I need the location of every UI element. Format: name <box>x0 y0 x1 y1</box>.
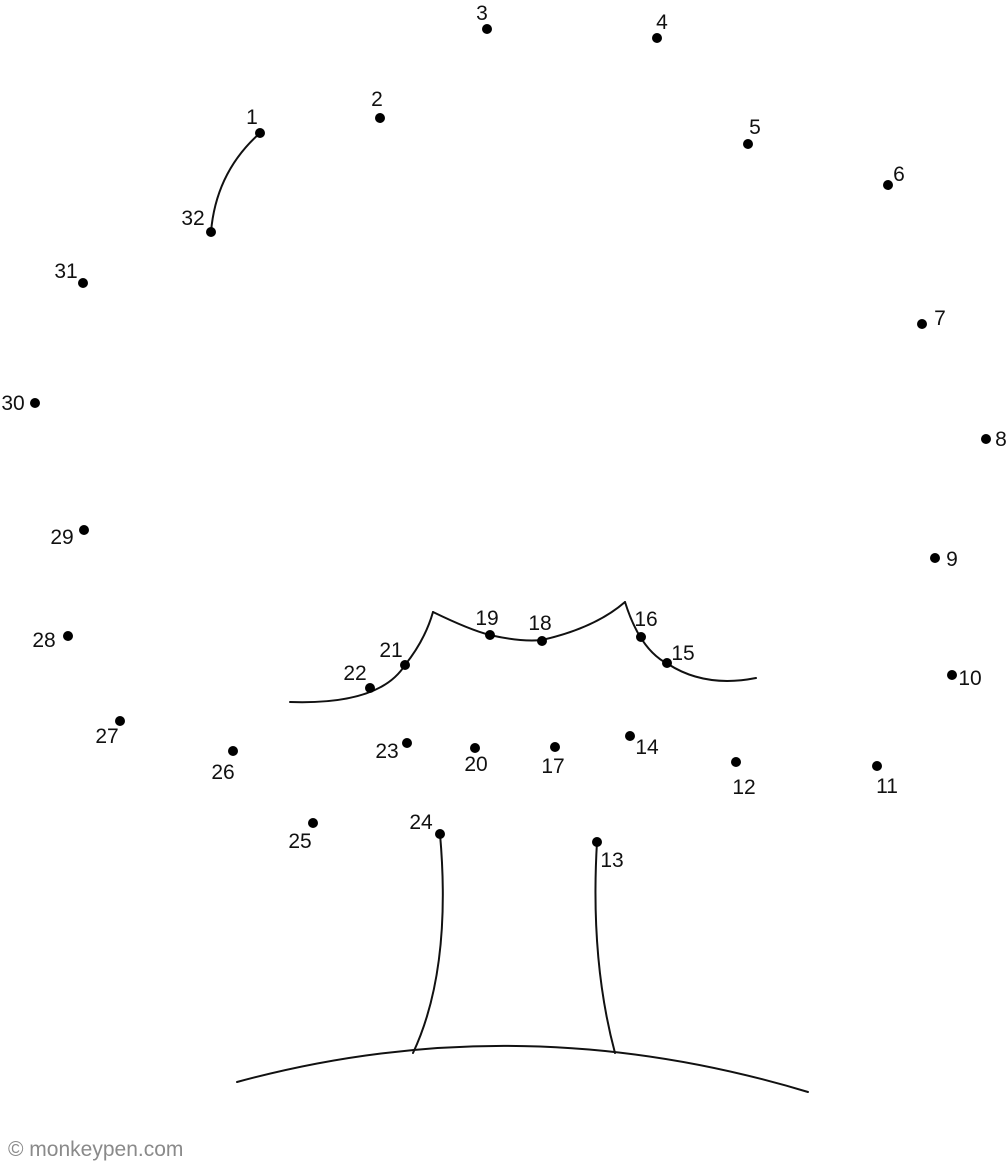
leaf-line-left <box>289 664 406 704</box>
dot-label-6: 6 <box>893 163 905 186</box>
dot-1[interactable] <box>255 128 265 138</box>
dot-27[interactable] <box>115 716 125 726</box>
dot-label-2: 2 <box>371 88 383 111</box>
dot-label-7: 7 <box>934 307 946 330</box>
dot-label-9: 9 <box>946 548 958 571</box>
ground-hill <box>236 1044 809 1093</box>
dot-label-30: 30 <box>1 392 24 415</box>
dot-21[interactable] <box>400 660 410 670</box>
dot-26[interactable] <box>228 746 238 756</box>
dot-label-18: 18 <box>528 612 551 635</box>
dot-8[interactable] <box>981 434 991 444</box>
dot-label-17: 17 <box>541 755 564 778</box>
dot-3[interactable] <box>482 24 492 34</box>
dot-label-32: 32 <box>181 207 204 230</box>
dot-32[interactable] <box>206 227 216 237</box>
dot-12[interactable] <box>731 757 741 767</box>
dot-label-26: 26 <box>211 761 234 784</box>
dot-4[interactable] <box>652 33 662 43</box>
dot-label-25: 25 <box>288 830 311 853</box>
dot-23[interactable] <box>402 738 412 748</box>
dot-label-21: 21 <box>379 639 402 662</box>
trunk-left <box>412 833 444 1054</box>
leaf-line-left-rise <box>404 611 434 666</box>
dot-label-10: 10 <box>958 667 981 690</box>
dot-label-31: 31 <box>54 260 77 283</box>
dot-label-24: 24 <box>409 811 433 834</box>
dot-label-23: 23 <box>375 740 398 763</box>
dot-7[interactable] <box>917 319 927 329</box>
dot-17[interactable] <box>550 742 560 752</box>
dot-label-27: 27 <box>95 725 118 748</box>
dot-label-28: 28 <box>32 629 55 652</box>
dot-label-3: 3 <box>476 2 488 25</box>
dot-11[interactable] <box>872 761 882 771</box>
dot-16[interactable] <box>636 632 646 642</box>
dot-22[interactable] <box>365 683 375 693</box>
dot-25[interactable] <box>308 818 318 828</box>
dot-14[interactable] <box>625 731 635 741</box>
dot-label-22: 22 <box>343 662 366 685</box>
dot-24[interactable] <box>435 829 445 839</box>
dot-20[interactable] <box>470 743 480 753</box>
drawn-lines <box>210 132 809 1093</box>
dot-label-15: 15 <box>671 642 694 665</box>
dot-label-13: 13 <box>600 849 623 872</box>
dot-5[interactable] <box>743 139 753 149</box>
dot-label-19: 19 <box>475 607 498 630</box>
dot-31[interactable] <box>78 278 88 288</box>
leaf-line-center <box>432 601 626 642</box>
dot-18[interactable] <box>537 636 547 646</box>
dot-label-12: 12 <box>732 776 755 799</box>
dot-label-11: 11 <box>876 775 898 798</box>
dot-19[interactable] <box>485 630 495 640</box>
dot-30[interactable] <box>30 398 40 408</box>
dot-label-4: 4 <box>656 11 668 34</box>
dot-label-14: 14 <box>635 736 659 759</box>
dot-28[interactable] <box>63 631 73 641</box>
dot-label-20: 20 <box>464 753 487 776</box>
trunk-right <box>594 841 616 1054</box>
dot-label-29: 29 <box>50 526 73 549</box>
dot-6[interactable] <box>883 180 893 190</box>
dot-9[interactable] <box>930 553 940 563</box>
dot-29[interactable] <box>79 525 89 535</box>
dot-label-16: 16 <box>634 608 657 631</box>
copyright-credit: © monkeypen.com <box>8 1138 184 1161</box>
dot-2[interactable] <box>375 113 385 123</box>
dot-label-1: 1 <box>246 106 258 129</box>
dot-label-8: 8 <box>995 428 1007 451</box>
dot-label-5: 5 <box>749 116 761 139</box>
dot-15[interactable] <box>662 658 672 668</box>
dot-10[interactable] <box>947 670 957 680</box>
dot-13[interactable] <box>592 837 602 847</box>
starter-arc <box>210 132 261 233</box>
